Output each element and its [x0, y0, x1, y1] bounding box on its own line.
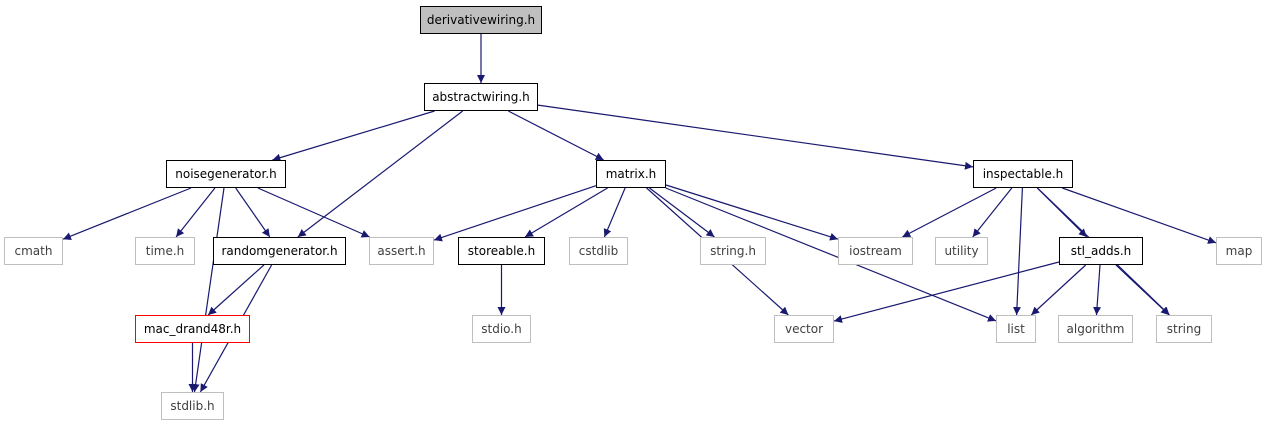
node-cstdlib: cstdlib	[569, 237, 628, 265]
edge-inspectable-to-iostream	[902, 187, 997, 238]
edge-inspectable-to-map	[1062, 187, 1217, 244]
edge-stl_adds-to-list	[1030, 264, 1087, 316]
edge-matrix-to-list	[665, 187, 997, 322]
edge-abstractwiring-to-inspectable	[537, 104, 974, 170]
edge-noisegenerator-to-stdlib	[191, 187, 225, 393]
node-utility: utility	[935, 237, 988, 265]
edge-stl_adds-to-string	[1115, 264, 1170, 316]
node-string: string	[1156, 315, 1212, 343]
edge-inspectable-to-utility	[972, 187, 1013, 238]
edge-stl_adds-to-algorithm	[1093, 264, 1102, 316]
edge-matrix-to-assert	[433, 185, 597, 242]
node-string-h: string.h	[700, 237, 766, 265]
node-iostream: iostream	[838, 237, 913, 265]
node-cmath: cmath	[4, 237, 63, 265]
node-list: list	[996, 315, 1036, 343]
edge-noisegenerator-to-randomgenerator	[235, 187, 271, 238]
node-inspectable-h[interactable]: inspectable.h	[973, 160, 1073, 188]
edge-randomgenerator-to-mac_drand48r	[207, 264, 265, 316]
node-time-h: time.h	[135, 237, 195, 265]
node-derivativewiring-h: derivativewiring.h	[420, 6, 542, 34]
node-stdlib-h: stdlib.h	[161, 392, 224, 420]
edge-noisegenerator-to-assert	[257, 187, 370, 238]
edge-matrix-to-cstdlib	[603, 187, 626, 238]
edge-noisegenerator-to-cmath	[62, 187, 192, 240]
edge-matrix-to-storeable	[524, 187, 608, 238]
edge-matrix-to-string_h	[649, 187, 715, 238]
node-randomgenerator-h[interactable]: randomgenerator.h	[213, 237, 346, 265]
edge-matrix-to-iostream	[665, 184, 839, 241]
edge-stl_adds-to-vector	[833, 261, 1060, 323]
node-mac-drand48r-h[interactable]: mac_drand48r.h	[135, 315, 250, 343]
node-stdio-h: stdio.h	[472, 315, 531, 343]
node-noisegenerator-h[interactable]: noisegenerator.h	[166, 160, 286, 188]
edge-noisegenerator-to-time	[175, 187, 216, 238]
node-storeable-h[interactable]: storeable.h	[458, 237, 545, 265]
node-vector: vector	[774, 315, 834, 343]
edge-inspectable-to-list	[1012, 187, 1023, 316]
node-algorithm: algorithm	[1058, 315, 1133, 343]
node-matrix-h[interactable]: matrix.h	[596, 160, 666, 188]
node-abstractwiring-h[interactable]: abstractwiring.h	[424, 83, 538, 111]
edge-abstractwiring-to-noisegenerator	[272, 110, 435, 162]
node-assert-h: assert.h	[369, 237, 434, 265]
edge-abstractwiring-to-randomgenerator	[297, 110, 464, 238]
node-stl-adds-h[interactable]: stl_adds.h	[1059, 237, 1143, 265]
edge-abstractwiring-to-matrix	[508, 110, 604, 161]
node-map: map	[1216, 237, 1262, 265]
